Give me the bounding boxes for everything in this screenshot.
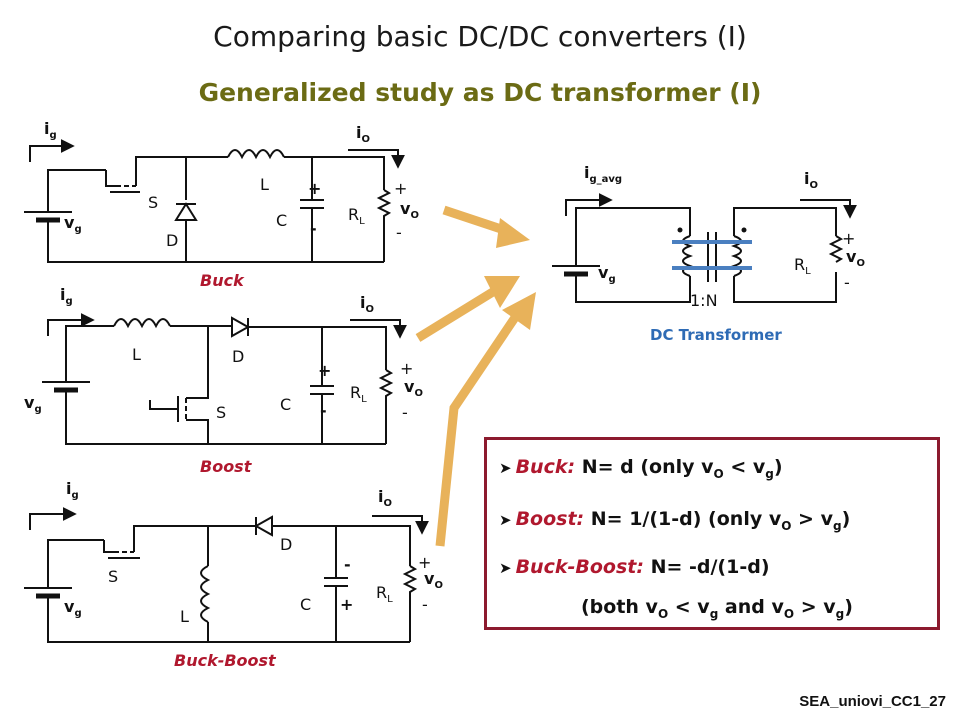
dct-vo-label: vO: [846, 247, 865, 269]
summary-both: (both vO < vg and vO > vg): [581, 596, 853, 621]
summary-box: ➤Buck: N= d (only vO < vg) ➤Boost: N= 1/…: [484, 437, 940, 630]
page-subtitle: Generalized study as DC transformer (I): [198, 78, 762, 107]
summary-boost: ➤Boost: N= 1/(1-d) (only vO > vg): [499, 508, 851, 533]
bullet-arrow-icon: ➤: [499, 459, 512, 477]
boost-circuit: [42, 313, 407, 445]
boost-vo-plus: +: [400, 359, 413, 378]
page-title: Comparing basic DC/DC converters (I): [213, 20, 747, 53]
buckboost-ig-label: ig: [66, 479, 79, 501]
bullet-arrow-icon: ➤: [499, 559, 512, 577]
buck-cap-plus: +: [308, 179, 321, 198]
buck-inductor-label: L: [260, 175, 269, 194]
buck-vg-label: vg: [64, 213, 82, 235]
buck-caption: Buck: [200, 271, 245, 290]
boost-capacitor-label: C: [280, 395, 291, 414]
dct-ratio-label: 1:N: [690, 291, 718, 310]
boost-diode-label: D: [232, 347, 244, 366]
dct-vo-plus: +: [842, 229, 855, 248]
buckboost-switch-label: S: [108, 567, 118, 586]
boost-rl-label: RL: [350, 383, 367, 405]
buck-vo-label: vO: [400, 199, 419, 221]
boost-inductor-label: L: [132, 345, 141, 364]
boost-cap-minus: -: [320, 401, 327, 420]
dct-vg-label: vg: [598, 263, 616, 285]
buckboost-caption: Buck-Boost: [174, 651, 277, 670]
buckboost-vo-minus: -: [422, 595, 428, 614]
buck-circuit: [24, 139, 405, 263]
boost-io-label: iO: [360, 293, 374, 315]
dct-rl-label: RL: [794, 255, 811, 277]
buckboost-vg-label: vg: [64, 597, 82, 619]
buck-vo-plus: +: [394, 179, 407, 198]
dc-transformer-circuit: [552, 193, 857, 303]
dct-caption: DC Transformer: [650, 326, 782, 344]
buck-cap-minus: -: [310, 219, 317, 238]
boost-vg-label: vg: [24, 393, 42, 415]
summary-buck-boost: ➤Buck-Boost: N= -d/(1-d): [499, 556, 770, 578]
buck-boost-circuit: [24, 507, 429, 643]
boost-vo-label: vO: [404, 377, 423, 399]
boost-switch-label: S: [216, 403, 226, 422]
footer-code: SEA_uniovi_CC1_27: [799, 693, 946, 710]
boost-vo-minus: -: [402, 403, 408, 422]
buck-vo-minus: -: [396, 223, 402, 242]
buck-io-label: iO: [356, 123, 370, 145]
buckboost-cap-minus: -: [344, 555, 351, 574]
buck-rl-label: RL: [348, 205, 365, 227]
buckboost-vo-plus: +: [418, 553, 431, 572]
buck-ig-label: ig: [44, 119, 57, 141]
dct-vo-minus: -: [844, 273, 850, 292]
buckboost-cap-plus: +: [340, 595, 353, 614]
buckboost-vo-label: vO: [424, 569, 443, 591]
dct-ig-label: ig_avg: [584, 163, 622, 185]
buck-diode-label: D: [166, 231, 178, 250]
buck-switch-label: S: [148, 193, 158, 212]
summary-buck: ➤Buck: N= d (only vO < vg): [499, 456, 783, 481]
dct-io-label: iO: [804, 169, 818, 191]
buckboost-io-label: iO: [378, 487, 392, 509]
buckboost-rl-label: RL: [376, 583, 393, 605]
buckboost-diode-label: D: [280, 535, 292, 554]
boost-cap-plus: +: [318, 361, 331, 380]
boost-caption: Boost: [200, 457, 253, 476]
buckboost-inductor-label: L: [180, 607, 189, 626]
buck-capacitor-label: C: [276, 211, 287, 230]
boost-ig-label: ig: [60, 285, 73, 307]
bullet-arrow-icon: ➤: [499, 511, 512, 529]
buckboost-capacitor-label: C: [300, 595, 311, 614]
comparison-arrows: [415, 205, 536, 547]
